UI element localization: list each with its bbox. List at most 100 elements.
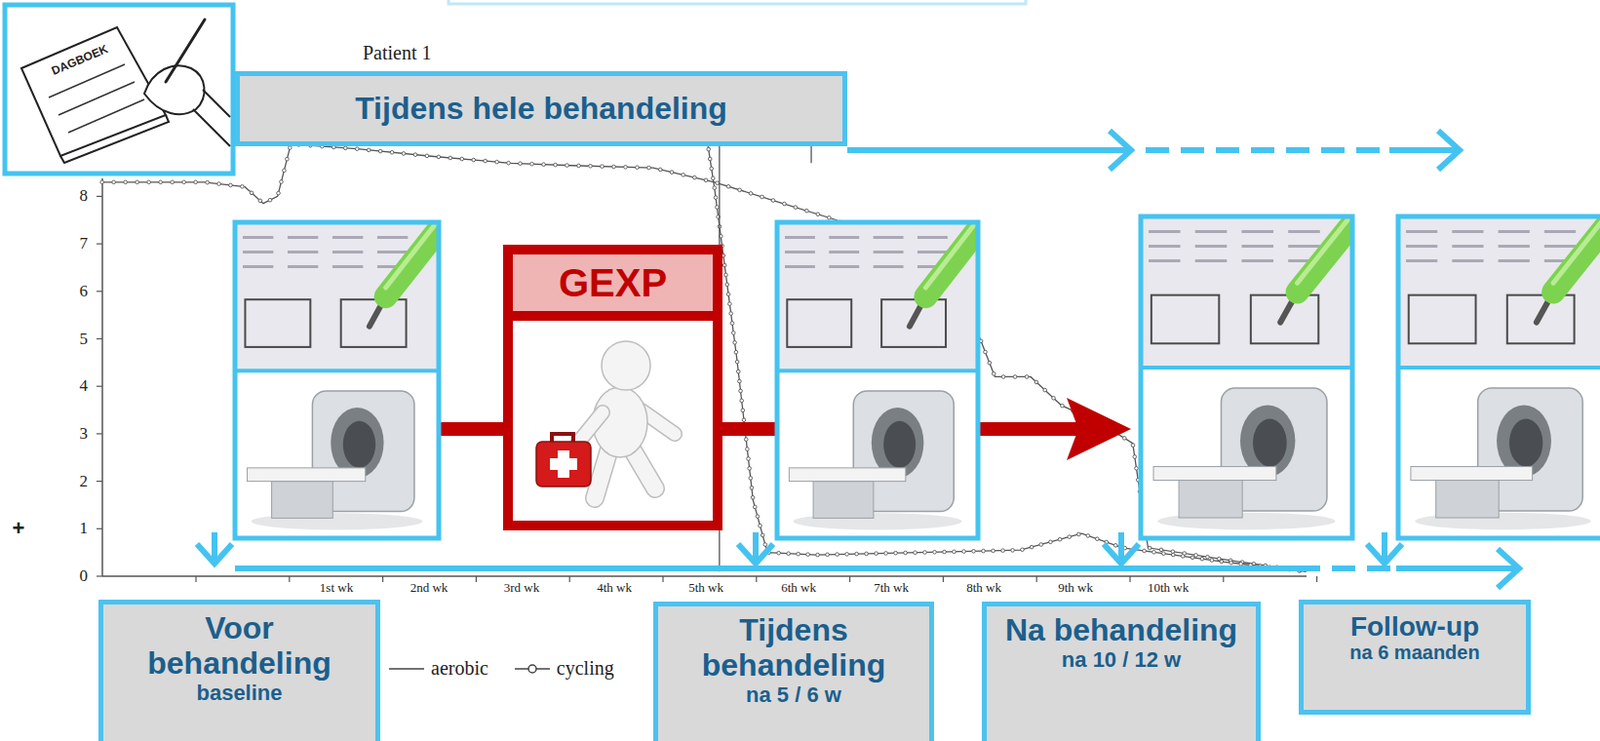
data-marker	[903, 550, 908, 555]
data-marker	[693, 175, 698, 180]
data-marker	[1142, 548, 1147, 553]
axis-value: 7	[79, 234, 89, 254]
data-marker	[987, 360, 992, 365]
data-marker	[707, 156, 712, 161]
data-marker	[816, 212, 820, 217]
arrow-head	[1109, 130, 1132, 170]
data-marker	[729, 312, 734, 316]
data-marker	[471, 157, 476, 162]
writing-line	[58, 81, 135, 116]
data-marker	[1134, 467, 1139, 471]
scanner-bore	[1240, 405, 1295, 477]
legend-entry: cycling	[513, 657, 615, 680]
print-strip	[1287, 230, 1321, 234]
data-marker	[736, 369, 741, 374]
print-strip	[784, 265, 816, 269]
print-strip	[1195, 244, 1228, 248]
data-marker	[249, 191, 254, 196]
data-marker	[745, 447, 750, 452]
axis-tick	[96, 195, 103, 197]
data-marker	[495, 159, 500, 164]
data-marker	[170, 180, 175, 185]
figure-head	[601, 341, 651, 391]
print-strip	[1148, 230, 1181, 234]
checkbox	[244, 299, 311, 348]
scanner-bore	[1509, 419, 1543, 468]
data-marker	[343, 146, 348, 151]
phase-subtitle: na 6 maanden	[1349, 641, 1480, 664]
panel-divider	[234, 368, 439, 373]
data-marker	[258, 198, 263, 203]
axis-tick	[942, 576, 944, 583]
measurement-panel	[1140, 208, 1364, 539]
figure-area	[512, 320, 713, 521]
axis-tick	[96, 528, 103, 530]
axis-week: 1st wk	[319, 581, 353, 595]
data-marker	[542, 162, 547, 167]
data-marker	[750, 495, 755, 500]
phase-subtitle: na 10 / 12 w	[1061, 648, 1181, 673]
data-marker	[1057, 537, 1062, 542]
data-marker	[194, 180, 198, 185]
print-strip	[1498, 259, 1530, 263]
data-marker	[748, 476, 753, 481]
data-marker	[981, 548, 986, 553]
legend-text: aerobic	[430, 657, 489, 680]
data-marker	[933, 549, 937, 554]
diary-sketch	[4, 4, 234, 174]
pen-highlight	[1553, 216, 1600, 283]
panel-frame	[777, 222, 978, 539]
checkbox	[1151, 295, 1219, 345]
data-marker	[658, 167, 663, 172]
data-marker	[1039, 543, 1044, 547]
data-marker	[942, 549, 947, 554]
data-marker	[354, 147, 359, 152]
kit-cross	[549, 458, 578, 470]
axis-value: 5	[79, 330, 89, 350]
print-strip	[1148, 244, 1181, 248]
legend-sample	[388, 662, 426, 676]
pen-highlight	[1297, 216, 1353, 283]
table-stand	[1436, 480, 1500, 518]
axis-value: 0	[79, 567, 89, 586]
panel-divider	[1140, 365, 1353, 370]
print-strip	[1405, 230, 1438, 234]
sleeve	[193, 89, 231, 147]
print-strip	[1195, 230, 1228, 234]
axis-week: 9th wk	[1057, 581, 1093, 595]
data-marker	[1209, 558, 1214, 563]
data-marker	[952, 549, 957, 554]
axis-tick	[569, 576, 571, 583]
arrow-head	[196, 544, 233, 564]
table-stand	[813, 481, 874, 519]
data-marker	[835, 552, 840, 557]
measurement-panel	[1398, 208, 1600, 539]
data-marker	[816, 552, 820, 557]
data-marker	[735, 359, 740, 364]
axis-week: 6th wk	[780, 581, 817, 595]
dashed-line	[1296, 565, 1397, 572]
print-strip	[1148, 259, 1181, 263]
phase-subtitle: baseline	[195, 681, 282, 706]
print-strip	[1405, 244, 1438, 248]
data-marker	[378, 149, 383, 154]
data-marker	[413, 153, 418, 157]
chart-title: Patient 1	[362, 41, 432, 64]
data-marker	[1190, 555, 1195, 560]
scanner-bore	[330, 407, 384, 478]
data-marker	[805, 208, 810, 213]
data-marker	[962, 549, 967, 554]
data-marker	[135, 180, 140, 185]
print-strip	[287, 265, 318, 269]
print-strip	[1451, 244, 1483, 248]
axis-tick	[1036, 576, 1038, 583]
data-marker	[703, 178, 708, 183]
phase-title: Tijdens hele behandeling	[354, 91, 728, 127]
patient-table	[788, 468, 905, 482]
data-marker	[1170, 552, 1175, 557]
data-marker	[507, 160, 511, 165]
data-marker	[425, 154, 430, 158]
data-marker	[763, 543, 768, 547]
data-marker	[738, 188, 742, 193]
data-marker	[752, 505, 757, 509]
